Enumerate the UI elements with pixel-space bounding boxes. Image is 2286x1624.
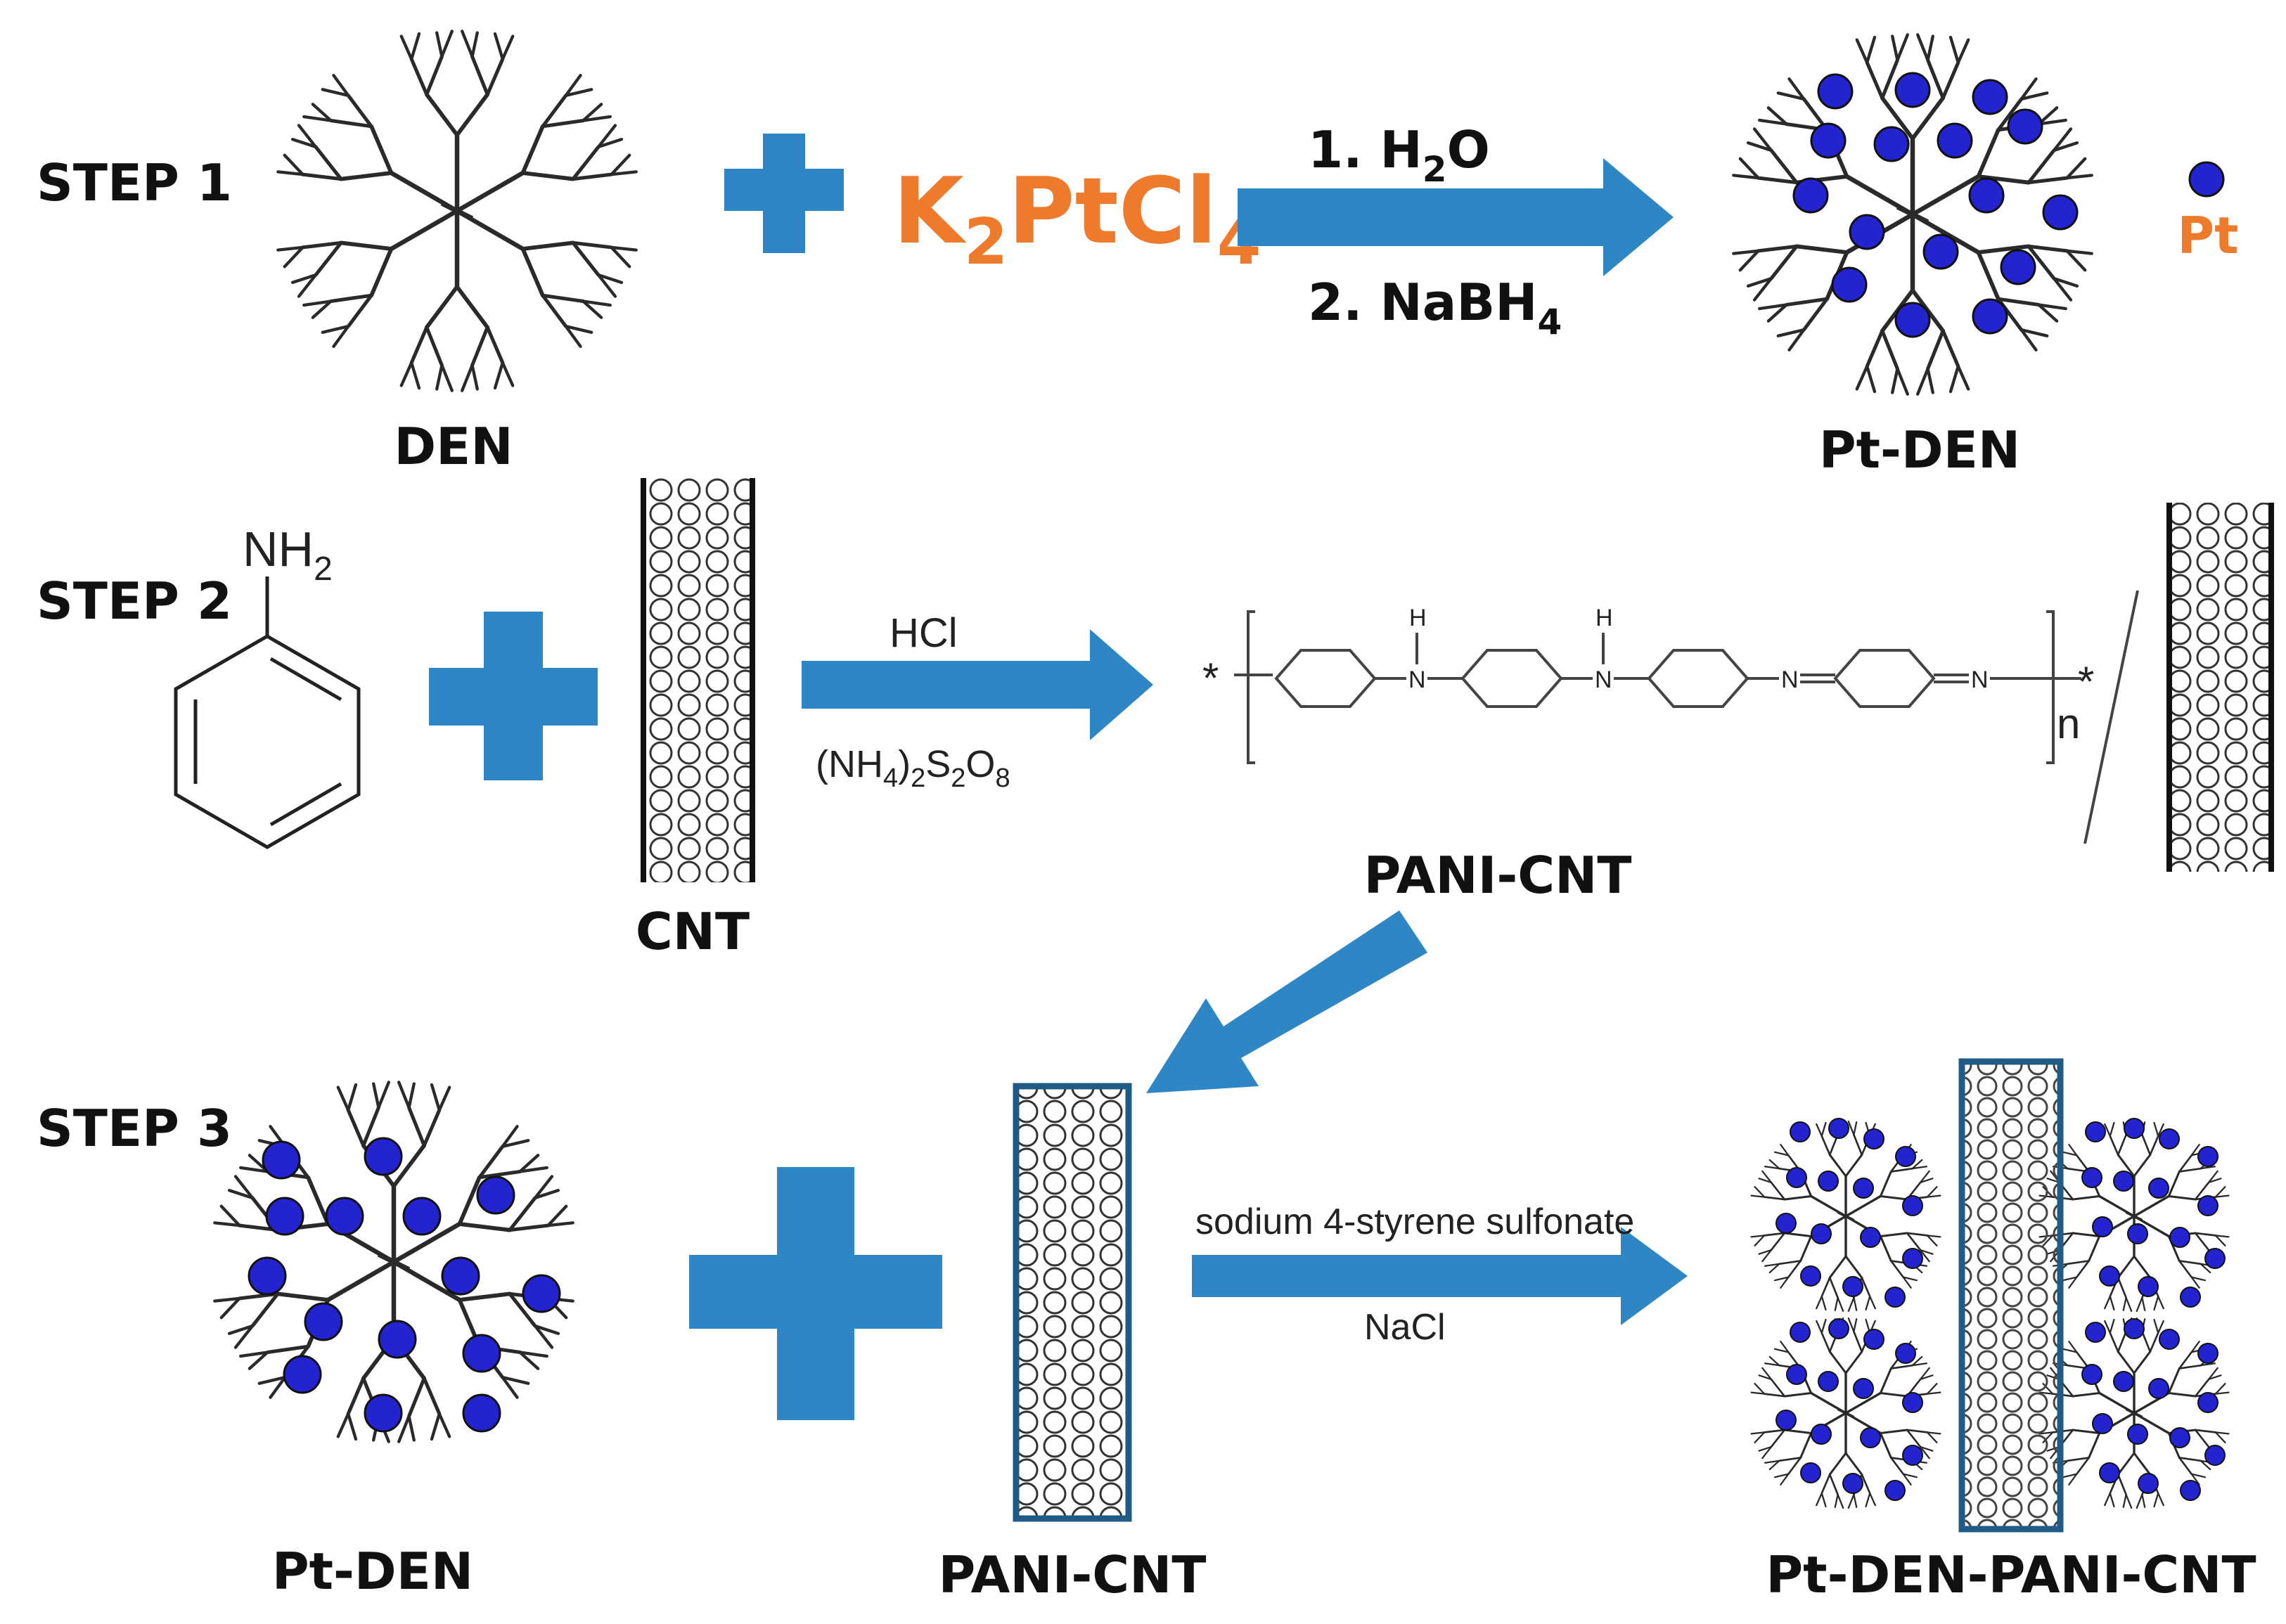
polymer-end-star-left: *	[1202, 655, 1219, 702]
svg-text:H: H	[1595, 605, 1613, 631]
step3-condition-top: sodium 4-styrene sulfonate	[1195, 1201, 1634, 1242]
pani-cnt-label-step2: PANI-CNT	[1363, 846, 1631, 905]
reaction-arrow-2	[802, 629, 1153, 740]
svg-text:N: N	[1781, 666, 1799, 693]
pani-cnt-label-step3: PANI-CNT	[938, 1545, 1206, 1604]
plus-icon	[689, 1167, 942, 1420]
repeat-unit-n: n	[2057, 700, 2080, 747]
cnt-tube-pani	[2166, 503, 2274, 872]
plus-icon	[429, 612, 598, 780]
reaction-arrow-1	[1238, 158, 1674, 276]
svg-text:H: H	[1409, 605, 1427, 631]
polymer-end-star-right: *	[2078, 658, 2094, 705]
transfer-arrow	[1146, 910, 1427, 1093]
pt-den-label-step1: Pt-DEN	[1819, 420, 2020, 479]
plus-icon	[724, 134, 844, 253]
pt-legend-label: Pt	[2177, 206, 2238, 265]
pani-cnt-tube	[1013, 1083, 1132, 1522]
pt-den-product	[1729, 34, 2096, 394]
pt-nanoparticles	[1792, 72, 2079, 338]
step1-label: STEP 1	[37, 153, 232, 212]
step2-condition-top: HCl	[890, 610, 958, 656]
step1-condition-bottom: 2. NaBH4	[1308, 273, 1562, 342]
pani-atom-labels: N H N H N N	[1408, 605, 1989, 693]
step2-label: STEP 2	[37, 572, 232, 631]
den-label: DEN	[394, 417, 513, 476]
k2ptcl4-reagent: K2PtCl4	[893, 157, 1261, 279]
pt-den-pani-cnt-composite	[1749, 1058, 2230, 1533]
cnt-tube	[641, 478, 755, 882]
aniline-molecule	[174, 576, 361, 849]
amine-group-label: NH2	[243, 522, 333, 588]
svg-text:N: N	[1408, 666, 1426, 693]
den-molecule	[274, 31, 641, 390]
cnt-label: CNT	[636, 902, 750, 961]
pt-legend-dot	[2188, 161, 2225, 198]
step3-label: STEP 3	[37, 1099, 232, 1158]
pani-polymer-structure	[1234, 590, 2139, 844]
pt-den-label-step3: Pt-DEN	[272, 1542, 473, 1601]
svg-text:N: N	[1595, 666, 1612, 693]
svg-text:N: N	[1971, 666, 1989, 693]
final-product-label: Pt-DEN-PANI-CNT	[1766, 1545, 2256, 1604]
step2-condition-bottom: (NH4)2S2O8	[816, 743, 1010, 793]
step1-condition-top: 1. H2O	[1308, 120, 1490, 190]
pt-den-molecule-step3	[210, 1082, 577, 1441]
step3-condition-bottom: NaCl	[1364, 1307, 1446, 1348]
reaction-arrow-3	[1192, 1227, 1688, 1325]
